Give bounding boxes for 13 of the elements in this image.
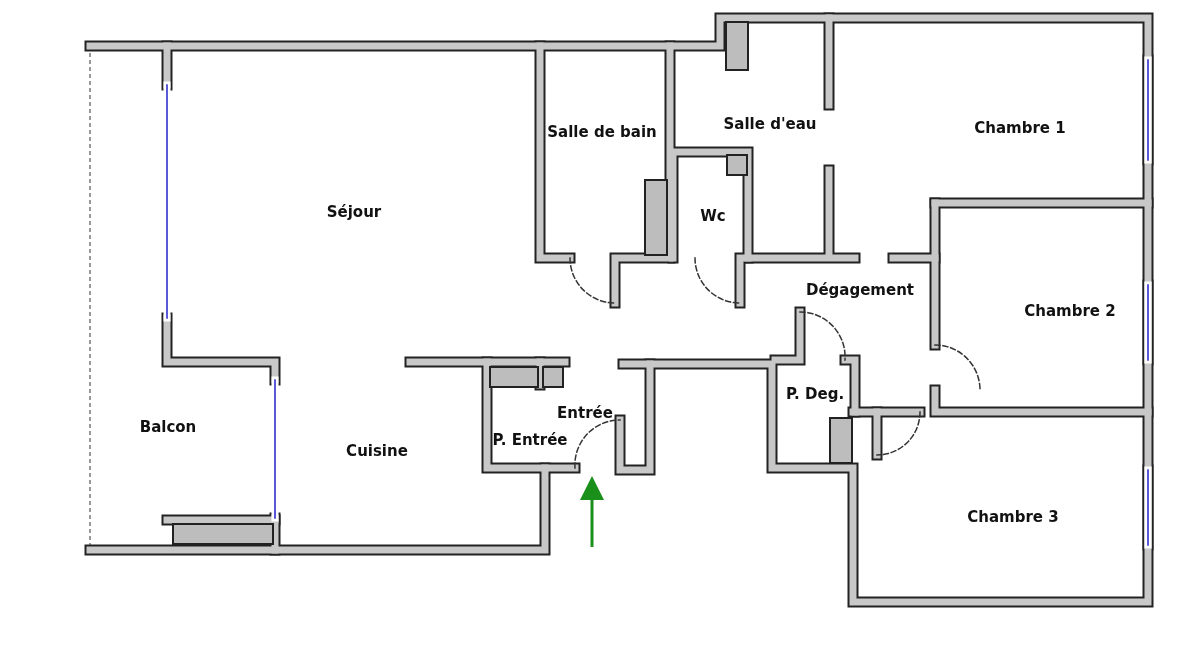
room-label: P. Deg. bbox=[785, 385, 845, 403]
room-label: Chambre 3 bbox=[967, 508, 1059, 526]
room-label: Cuisine bbox=[346, 442, 408, 460]
room-label: Chambre 2 bbox=[1024, 302, 1116, 320]
room-label: Entrée bbox=[557, 404, 613, 422]
room-label: Chambre 1 bbox=[974, 119, 1066, 137]
room-label: Dégagement bbox=[806, 281, 914, 299]
room-label: Salle de bain bbox=[547, 123, 657, 141]
room-label: Wc bbox=[700, 207, 726, 225]
room-label: Balcon bbox=[139, 418, 197, 436]
room-label: Séjour bbox=[326, 203, 382, 221]
room-label: P. Entrée bbox=[492, 431, 568, 449]
room-label: Salle d'eau bbox=[723, 115, 817, 133]
